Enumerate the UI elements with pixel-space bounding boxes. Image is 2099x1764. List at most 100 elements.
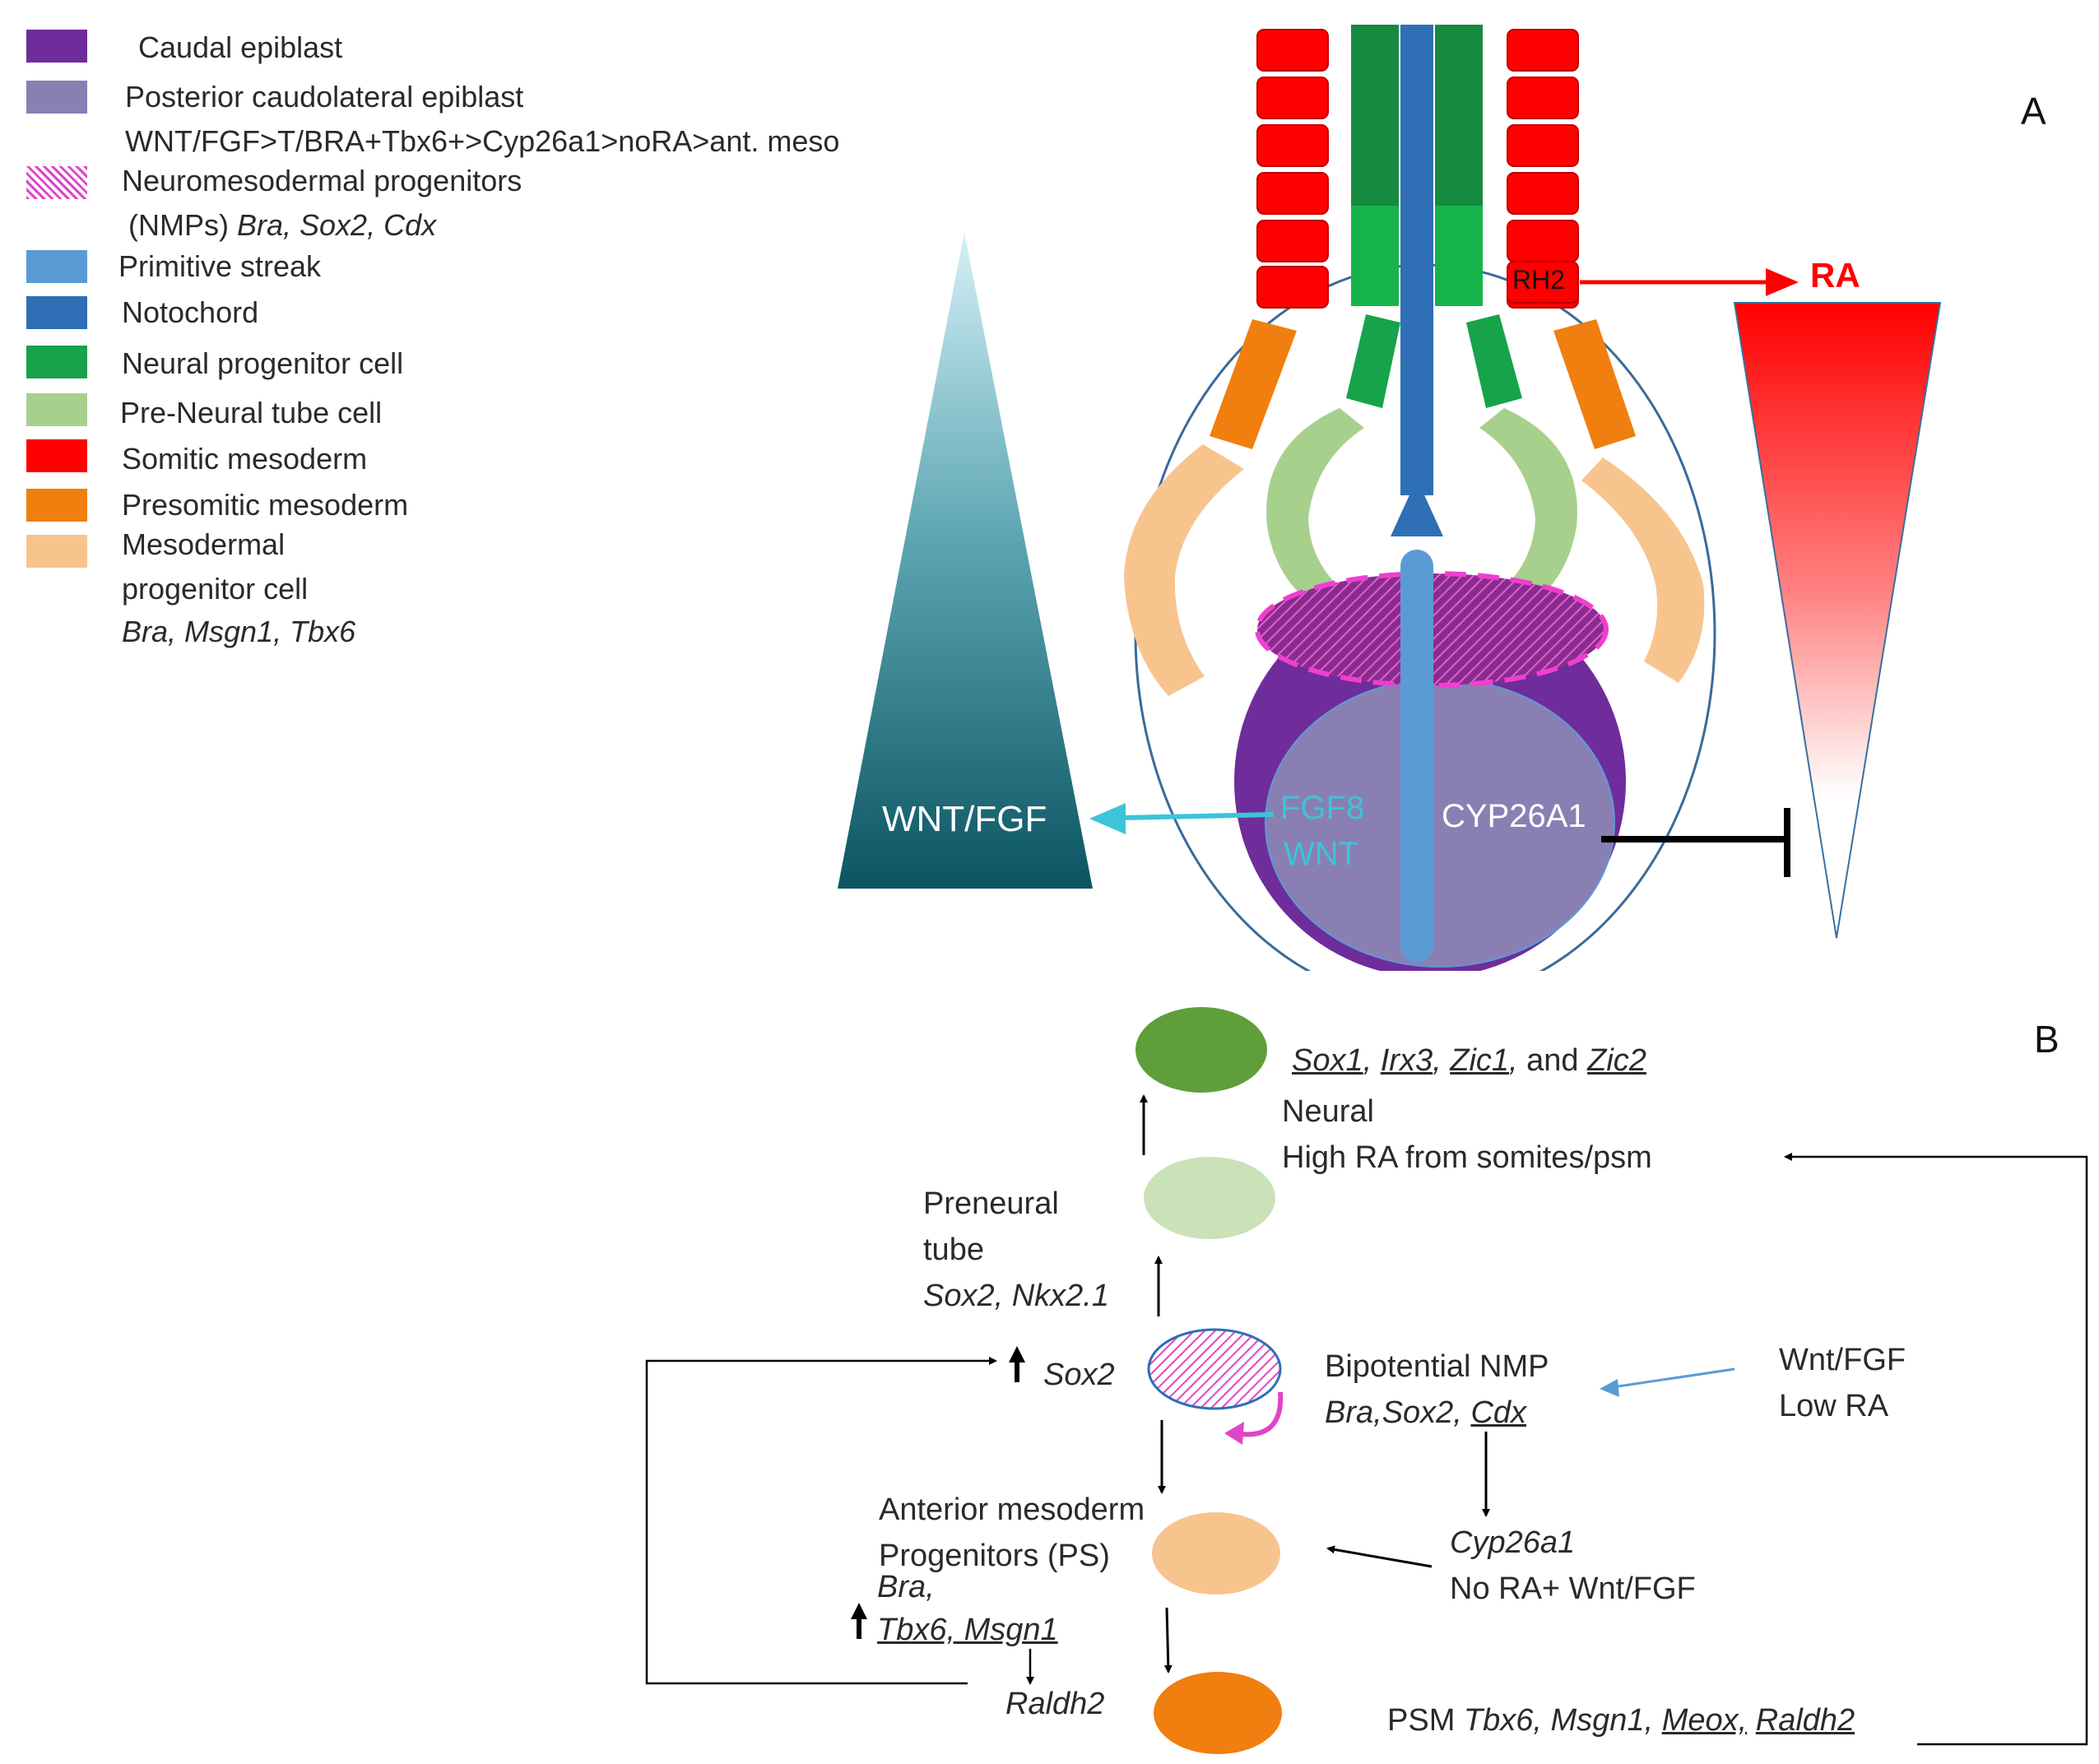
legend-swatch-mesodermal-progenitor — [26, 535, 87, 568]
gene-sox1: Sox1 — [1292, 1043, 1363, 1078]
arrow-wnt-to-nmp-head — [1600, 1379, 1619, 1397]
nmp-self-renewal-arrow — [1233, 1391, 1284, 1437]
wnt-label: WNT — [1284, 836, 1359, 872]
panel-b-label: B — [2034, 1018, 2060, 1061]
up-arrow-tbx6-icon — [851, 1603, 867, 1639]
legend-label-mesodermal-genes: Bra, Msgn1, Tbx6 — [122, 615, 356, 648]
gene-zic2: Zic2 — [1587, 1043, 1646, 1078]
somites-left — [1256, 29, 1329, 309]
psm-gene-raldh2: Raldh2 — [1755, 1703, 1855, 1738]
legend-nmp-abbrev: (NMPs) — [128, 208, 229, 242]
psm-genes: PSM Tbx6, Msgn1, Meox, Raldh2 — [1387, 1705, 1855, 1736]
fgf-wnt-arrow — [1120, 812, 1275, 820]
fgf-wnt-arrowhead — [1089, 803, 1126, 834]
bipotential-genes: Bra,Sox2, Cdx — [1325, 1397, 1526, 1428]
preneural-cell — [1144, 1157, 1275, 1239]
feedback-raldh2-to-sox2 — [645, 1357, 997, 1685]
legend-label-mesodermal-1: Mesodermal — [122, 527, 286, 561]
presomitic-left — [1210, 319, 1297, 449]
legend-label-presomitic: Presomitic mesoderm — [122, 488, 409, 522]
neural-genes: Sox1, Irx3, Zic1, and Zic2 — [1292, 1043, 1646, 1078]
wnt-fgf-b-label: Wnt/FGF — [1779, 1343, 1906, 1377]
arrow-wnt-to-nmp — [1612, 1367, 1735, 1389]
gene-irx3: Irx3 — [1380, 1043, 1433, 1078]
no-ra-label: No RA+ Wnt/FGF — [1450, 1571, 1696, 1606]
gene-zic1: Zic1 — [1450, 1043, 1510, 1078]
legend-swatch-caudal-epiblast — [26, 30, 87, 63]
feedback-psm-to-neural — [1784, 1153, 2088, 1746]
panel-a-label: A — [2021, 90, 2046, 132]
legend-label-primitive-streak: Primitive streak — [118, 249, 322, 283]
panel-a-diagram — [838, 25, 1942, 971]
sox2-up-label: Sox2 — [1043, 1358, 1115, 1392]
preneural-label-2: tube — [923, 1232, 984, 1267]
psm-label: PSM — [1387, 1703, 1456, 1738]
nmp-self-renewal-arrowhead — [1224, 1422, 1244, 1445]
cyp26a1-b-label: Cyp26a1 — [1450, 1525, 1576, 1560]
preneural-arc-right — [1479, 408, 1577, 602]
preneural-arc-left — [1266, 408, 1364, 602]
legend-swatch-nmp — [26, 166, 87, 199]
low-ra-label: Low RA — [1779, 1389, 1889, 1423]
rh2-box — [1507, 261, 1579, 304]
anterior-bra-label: Bra, — [877, 1570, 935, 1604]
wnt-fgf-label: WNT/FGF — [882, 799, 1047, 839]
bipotential-label: Bipotential NMP — [1325, 1349, 1549, 1384]
presomitic-right — [1553, 319, 1636, 449]
legend-swatch-notochord — [26, 296, 87, 329]
bipotential-gene-cdx: Cdx — [1470, 1395, 1527, 1430]
notochord — [1400, 25, 1433, 495]
psm-genes-a: Tbx6, Msgn1, — [1463, 1703, 1654, 1738]
neural-cell — [1135, 1007, 1267, 1093]
ra-label: RA — [1810, 256, 1860, 295]
legend-label-nmp: Neuromesodermal progenitors — [122, 164, 522, 197]
legend-swatch-primitive-streak — [26, 250, 87, 283]
legend-swatch-somitic — [26, 439, 87, 472]
anterior-mesoderm-label-2: Progenitors (PS) — [879, 1539, 1110, 1573]
arrow-cyp26a1-to-anterior — [1326, 1545, 1433, 1568]
neural-progenitor-left — [1346, 314, 1400, 408]
legend-swatch-presomitic — [26, 489, 87, 522]
psm-cell — [1154, 1672, 1282, 1754]
legend-label-posterior-epiblast: Posterior caudolateral epiblast — [125, 80, 524, 114]
legend-swatch-posterior-epiblast — [26, 81, 87, 114]
mesodermal-progenitor-left — [1124, 444, 1244, 696]
notochord-tip — [1391, 479, 1443, 536]
legend-label-neural-progenitor: Neural progenitor cell — [122, 346, 404, 380]
mesodermal-progenitor-right — [1581, 457, 1705, 683]
neural-label: Neural — [1282, 1094, 1374, 1129]
arrow-anterior-to-psm — [1163, 1607, 1173, 1673]
legend-label-somitic: Somitic mesoderm — [122, 442, 368, 476]
legend-swatch-neural-progenitor — [26, 346, 87, 378]
legend-label-notochord: Notochord — [122, 295, 259, 329]
rh2-to-ra-arrowhead — [1766, 268, 1799, 296]
legend-label-caudal-epiblast: Caudal epiblast — [138, 30, 343, 64]
legend-label-posterior-epiblast-extra: WNT/FGF>T/BRA+Tbx6+>Cyp26a1>noRA>ant. me… — [125, 124, 840, 158]
genes-and: and — [1526, 1043, 1579, 1078]
wnt-fgf-gradient-triangle — [838, 232, 1093, 889]
neural-progenitor-right — [1466, 314, 1522, 408]
legend-nmp-genes: Bra, Sox2, Cdx — [237, 208, 437, 242]
nmp-cell — [1147, 1328, 1282, 1410]
psm-gene-meox: Meox, — [1661, 1703, 1748, 1738]
primitive-streak — [1400, 550, 1433, 963]
preneural-label-1: Preneural — [923, 1186, 1059, 1221]
anterior-mesoderm-label-1: Anterior mesoderm — [879, 1492, 1145, 1527]
cyp26a1-label: CYP26A1 — [1442, 798, 1586, 834]
legend-label-mesodermal-2: progenitor cell — [122, 572, 309, 606]
anterior-mesoderm-cell — [1152, 1512, 1280, 1595]
preneural-genes: Sox2, Nkx2.1 — [923, 1279, 1109, 1313]
raldh2-label: Raldh2 — [1005, 1687, 1105, 1721]
legend-label-preneural: Pre-Neural tube cell — [120, 396, 383, 429]
legend-label-nmp-extra: (NMPs) Bra, Sox2, Cdx — [128, 211, 436, 240]
bipotential-genes-a: Bra,Sox2, — [1325, 1395, 1462, 1430]
fgf8-label: FGF8 — [1280, 790, 1365, 826]
rh2-label: RH2 — [1512, 265, 1566, 295]
up-arrow-sox2-icon — [1009, 1346, 1025, 1382]
neural-tube-left-lower — [1351, 206, 1399, 306]
neural-tube-right-lower — [1435, 206, 1483, 306]
anterior-tbx-msgn-label: Tbx6, Msgn1 — [877, 1613, 1058, 1647]
ra-gradient-triangle — [1733, 302, 1942, 939]
high-ra-label: High RA from somites/psm — [1282, 1140, 1652, 1175]
